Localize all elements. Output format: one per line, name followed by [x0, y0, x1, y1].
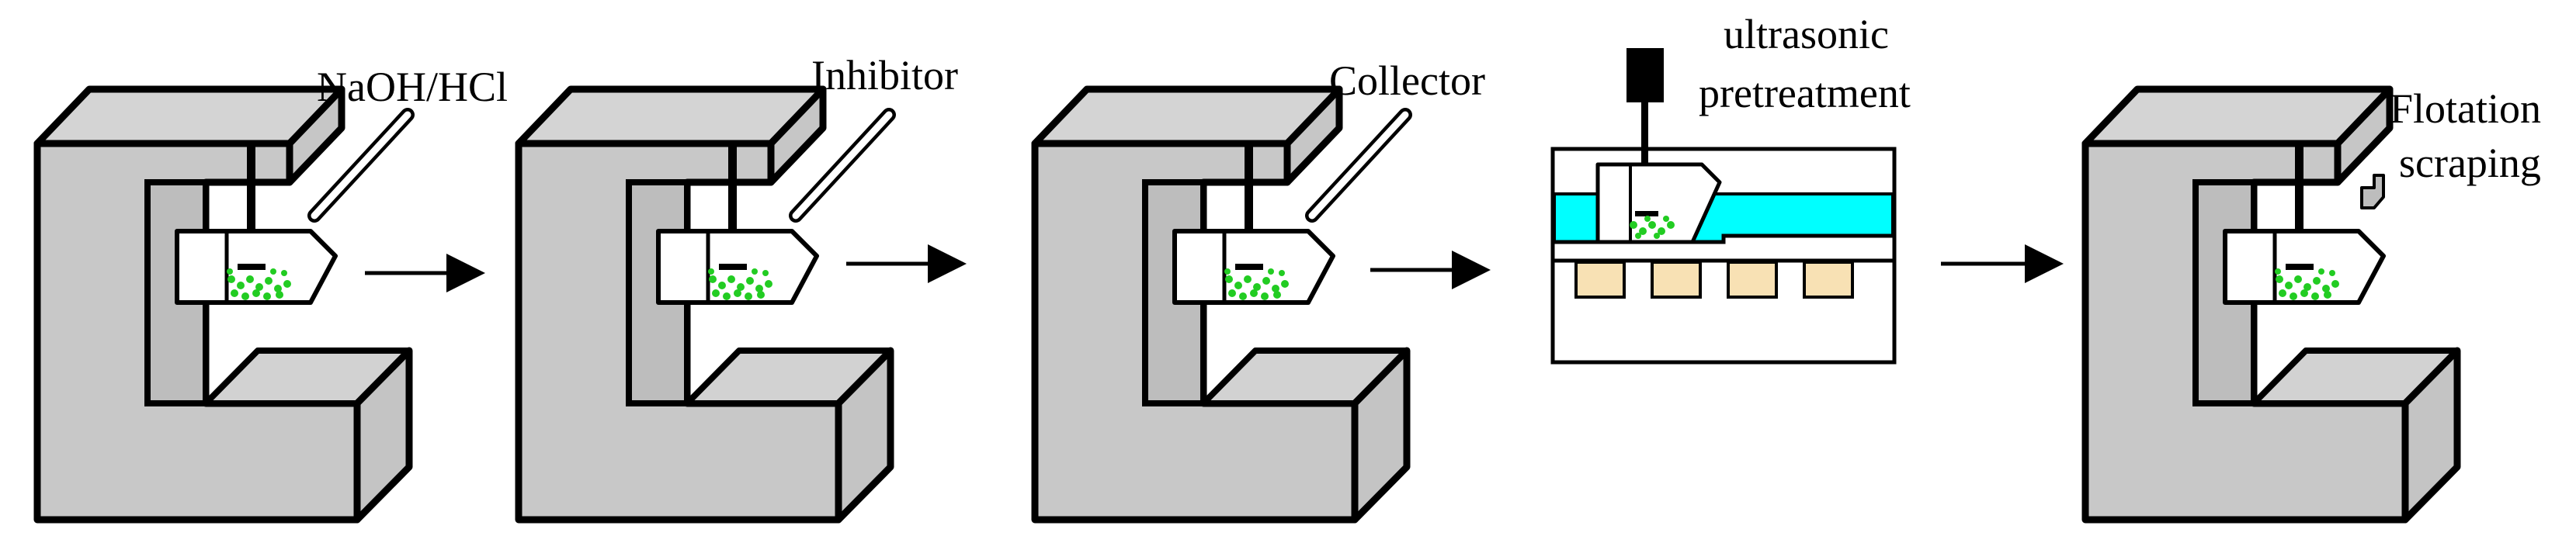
label-collector: Collector [1329, 57, 1485, 104]
scraper-icon [2360, 174, 2385, 209]
transducer-1 [1574, 261, 1626, 299]
transducer-4 [1803, 261, 1854, 299]
ultrasonic-bath [1550, 48, 1897, 365]
label-naoh-hcl: NaOH/HCl [317, 64, 508, 110]
ultrasonic-probe [1626, 48, 1664, 102]
transducer-3 [1727, 261, 1778, 299]
flotation-machine-3 [1035, 89, 1407, 520]
label-pretreatment: pretreatment [1699, 70, 1911, 116]
label-scraping: scraping [2399, 140, 2541, 186]
label-inhibitor: Inhibitor [811, 52, 958, 99]
flotation-machine-2 [519, 89, 890, 520]
label-flotation: Flotation [2390, 85, 2541, 132]
flotation-machine-1 [37, 89, 409, 520]
label-ultrasonic: ultrasonic [1724, 11, 1889, 57]
transducer-2 [1651, 261, 1702, 299]
